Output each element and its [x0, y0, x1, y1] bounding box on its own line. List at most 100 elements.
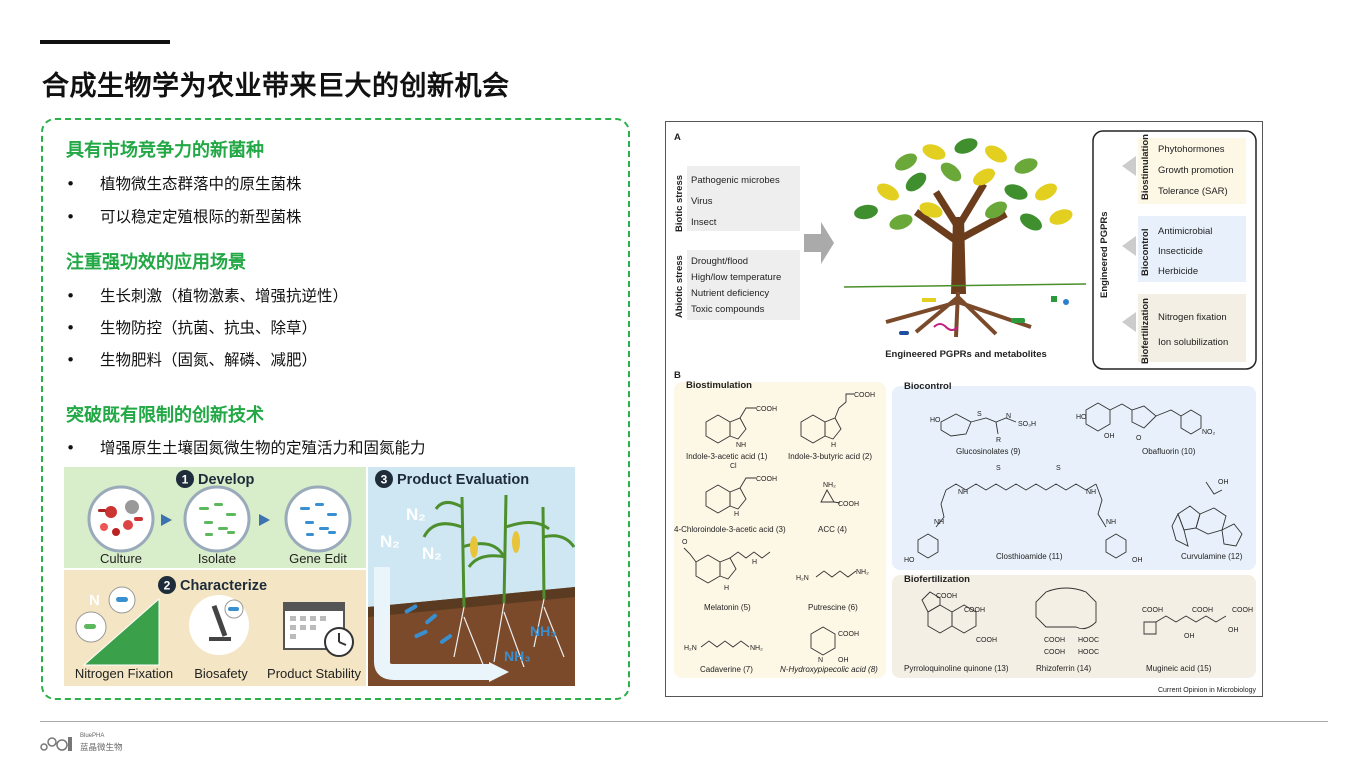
bullet-item: •可以稳定定殖根际的新型菌株 — [66, 205, 302, 227]
bullet-item: •生物肥料（固氮、解磷、减肥） — [66, 348, 317, 370]
function-item: Nitrogen fixation — [1158, 312, 1227, 323]
atom-label: O — [1136, 435, 1142, 442]
compound-caption: Indole-3-acetic acid (1) — [686, 452, 768, 461]
stress-item: Insect — [691, 217, 717, 228]
atom-label: N — [818, 657, 823, 664]
bullet-marker: • — [66, 439, 76, 457]
culture-dish-icon — [87, 485, 155, 553]
function-item: Growth promotion — [1158, 165, 1234, 176]
step-number-badge — [375, 470, 393, 488]
biotic-stress-box — [687, 166, 800, 231]
compound-caption: Cadaverine (7) — [700, 665, 753, 674]
nh3-label: NH₃ — [504, 648, 531, 664]
atom-label: H — [734, 511, 739, 518]
function-item: Insecticide — [1158, 246, 1203, 257]
biofertilization-heading: Biofertilization — [904, 574, 970, 585]
n2-label: N₂ — [406, 505, 426, 524]
develop-title: Develop — [198, 472, 255, 488]
step-number-badge — [176, 470, 194, 488]
atom-label: NH₂ — [856, 569, 869, 576]
atom-label: OH — [838, 657, 849, 664]
biostimulation-panel — [674, 382, 886, 678]
stress-item: Toxic compounds — [691, 304, 765, 315]
atom-label: NH — [934, 519, 944, 526]
stress-item: Drought/flood — [691, 256, 748, 267]
biofert-label: Biofertilization — [1140, 298, 1151, 364]
n2-label: N₂ — [380, 532, 400, 551]
bullet-text: 增强原生土壤固氮微生物的定殖活力和固氮能力 — [100, 439, 426, 457]
section-heading-technology: 突破既有限制的创新技术 — [66, 405, 264, 426]
product-stability-label: Product Stability — [267, 666, 361, 681]
logo-wordmark: BluePHA — [80, 733, 105, 739]
atom-label: H₂N — [684, 645, 697, 652]
biocontrol-box — [1138, 216, 1246, 282]
step-number: 2 — [164, 579, 171, 593]
title-accent-rule — [40, 40, 170, 44]
section-heading-strains: 具有市场竞争力的新菌种 — [66, 140, 264, 161]
function-item: Herbicide — [1158, 266, 1198, 277]
pipeline-illustration: 1 Develop Culture Isolate Gene Edit 2 Ch… — [64, 467, 575, 686]
atom-label: COOH — [1044, 637, 1065, 644]
logo-chinese-name: 蓝晶微生物 — [80, 743, 123, 753]
compound-captions: Indole-3-acetic acid (1) Indole-3-butyri… — [674, 447, 1243, 674]
step-number: 3 — [381, 473, 388, 487]
nitrogen-flow-arrow — [374, 567, 489, 680]
bullet-marker: • — [66, 175, 76, 193]
arrows-left-icons — [1122, 156, 1136, 332]
atom-label: N — [1006, 413, 1011, 420]
atom-label: HO — [1076, 414, 1087, 421]
atom-label: COOH — [964, 607, 985, 614]
compound-caption: Glucosinolates (9) — [956, 447, 1021, 456]
atom-label: NH — [1106, 519, 1116, 526]
content-box — [41, 118, 630, 700]
nitrogen-fixation-icon: N — [75, 586, 160, 666]
biocontrol-heading: Biocontrol — [904, 381, 952, 392]
calendar-clock-icon — [283, 602, 354, 657]
bullet-marker: • — [66, 319, 76, 337]
root-system — [453, 598, 565, 668]
compound-caption: Melatonin (5) — [704, 603, 751, 612]
compound-caption: ACC (4) — [818, 525, 847, 534]
nitrogen-n-label: N — [89, 592, 100, 609]
stress-item: Nutrient deficiency — [691, 288, 769, 299]
bullet-item: • 生物防控（抗菌、抗虫、除草） — [66, 316, 317, 338]
engineered-pgprs-box — [1092, 130, 1257, 370]
nh3-label: NH₃ — [530, 623, 557, 639]
isolate-label: Isolate — [198, 551, 236, 566]
gene-edit-label: Gene Edit — [289, 551, 347, 566]
atom-label: NH — [958, 489, 968, 496]
tree-caption: Engineered PGPRs and metabolites — [885, 349, 1047, 360]
biostim-box — [1138, 138, 1246, 204]
chemical-structures — [683, 393, 1243, 656]
biotic-stress-label: Biotic stress — [674, 175, 685, 232]
atom-label: COOH — [756, 406, 777, 413]
atom-label: NH₂ — [823, 482, 836, 489]
bullet-item: • 植物微生态群落中的原生菌株 — [66, 172, 302, 194]
compound-caption: Putrescine (6) — [808, 603, 858, 612]
atom-label: NH — [1086, 489, 1096, 496]
atom-label: S — [996, 465, 1001, 472]
function-item: Antimicrobial — [1158, 226, 1212, 237]
arrow-right-icon — [804, 222, 834, 264]
step-number-badge — [158, 576, 176, 594]
atom-label: COOH — [838, 501, 859, 508]
atom-label: COOH — [1192, 607, 1213, 614]
stress-item: Virus — [691, 196, 713, 207]
bullet-text: 植物微生态群落中的原生菌株 — [100, 175, 302, 193]
bullet-text: 生长刺激（植物激素、增强抗逆性） — [100, 287, 349, 305]
bullet-text: 生物防控（抗菌、抗虫、除草） — [100, 319, 318, 337]
function-item: Tolerance (SAR) — [1158, 186, 1228, 197]
figure-source: Current Opinion in Microbiology — [1158, 687, 1257, 694]
bullet-marker: • — [66, 287, 76, 305]
atom-label: COOH — [838, 631, 859, 638]
atom-label: HOOC — [1078, 637, 1099, 644]
biosafety-label: Biosafety — [194, 666, 248, 681]
atom-label: COOH — [854, 392, 875, 399]
atom-label: OH — [1184, 633, 1195, 640]
atom-label: COOH — [936, 593, 957, 600]
atom-label: COOH — [1142, 607, 1163, 614]
panel-a-label: A — [674, 132, 681, 143]
pgpr-figure: A Biotic stress Pathogenic microbes Viru… — [665, 121, 1263, 697]
culture-label: Culture — [100, 551, 142, 566]
nitrogen-fixation-label: Nitrogen Fixation — [75, 666, 173, 681]
